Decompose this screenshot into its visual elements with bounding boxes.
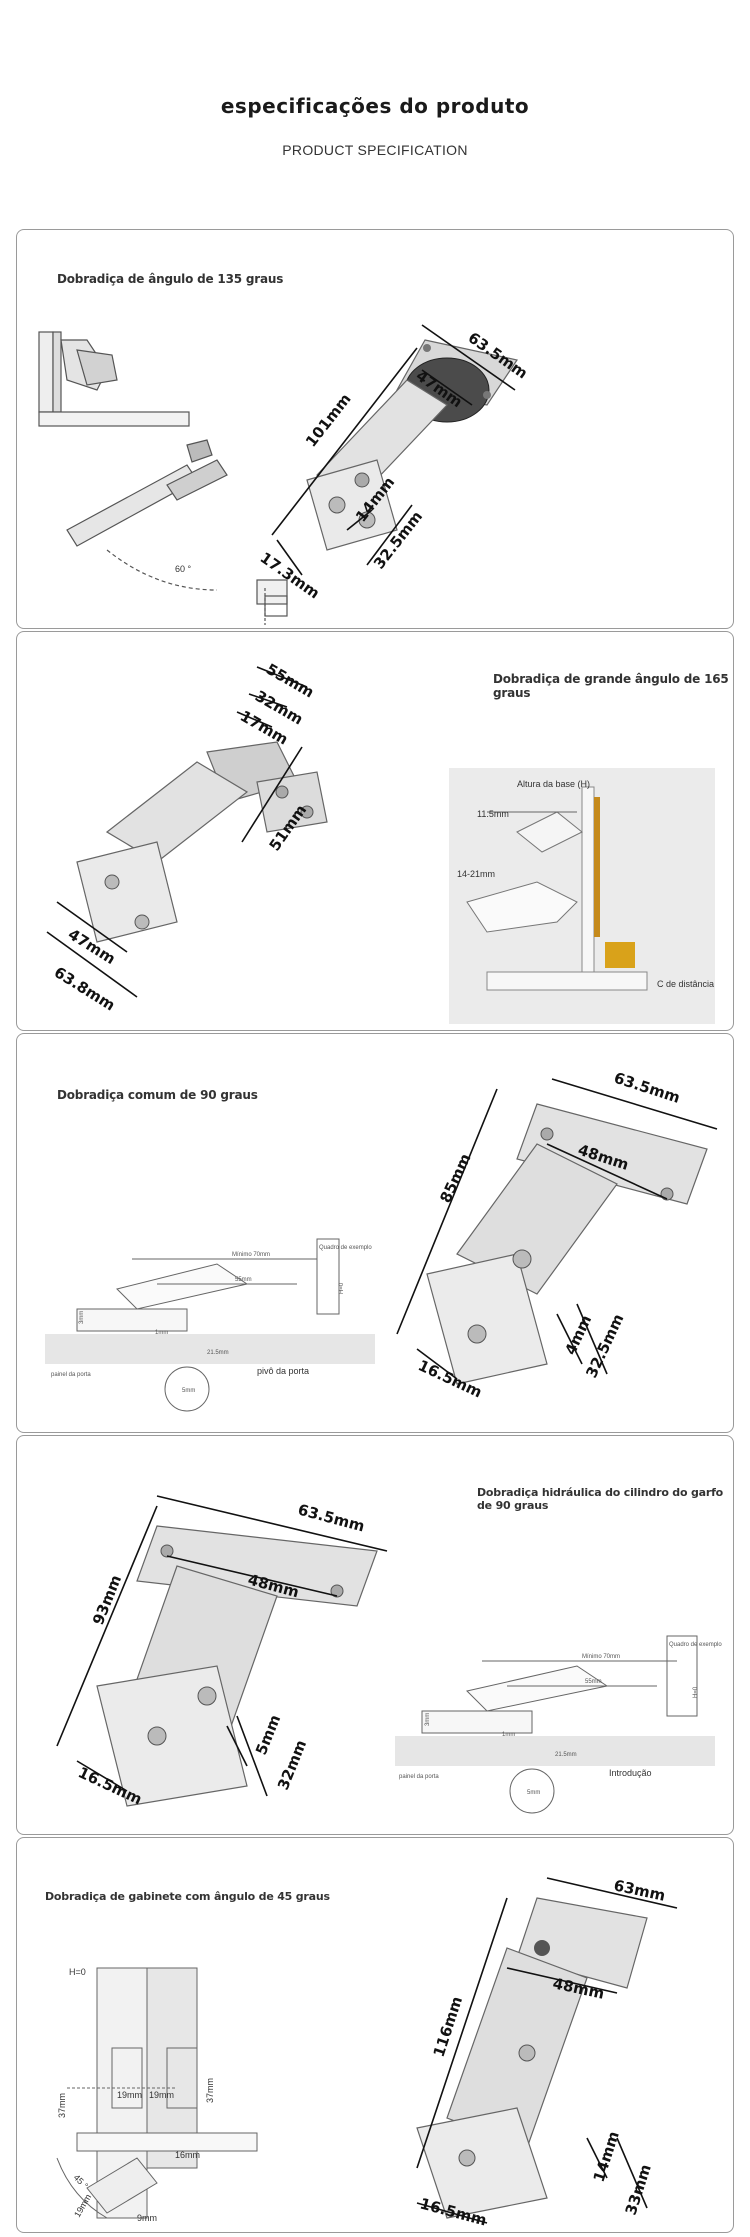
installation-diagram bbox=[45, 1238, 375, 1412]
d19-left-label: 19mm bbox=[117, 2090, 142, 2100]
dim-63-8mm: 63.8mm bbox=[51, 963, 118, 1014]
hinge-45-illustration: H=0 37mm 19mm 19mm 37mm 16mm 45 ° 19mm 9… bbox=[56, 1876, 678, 2230]
dimension-lines bbox=[396, 1078, 718, 1380]
d21-label: 21.5mm bbox=[207, 1350, 229, 1356]
dim-5mm: 5mm bbox=[252, 1712, 284, 1757]
opening-diagram bbox=[38, 331, 288, 625]
hinge-90-hydraulic-illustration: 63.5mm 48mm 93mm 5mm 32mm 16.5mm Mínimo … bbox=[56, 1495, 722, 1814]
panel-title: Dobradiça comum de 90 graus bbox=[57, 1088, 258, 1102]
frame-label: Quadro de exemplo bbox=[669, 1642, 722, 1648]
intro-label: Introdução bbox=[609, 1768, 652, 1778]
range-label: 14-21mm bbox=[457, 869, 495, 879]
installation-diagram bbox=[56, 1967, 258, 2219]
d37-left-label: 37mm bbox=[57, 2093, 67, 2118]
d5-label: 5mm bbox=[527, 1790, 540, 1796]
dim-85mm: 85mm bbox=[436, 1151, 474, 1206]
dim-32mm: 32mm bbox=[274, 1737, 310, 1792]
d55-label: 55mm bbox=[585, 1679, 602, 1685]
d3-label: 3mm bbox=[79, 1311, 85, 1324]
panel-label: painel da porta bbox=[51, 1372, 91, 1378]
d37-right-label: 37mm bbox=[205, 2078, 215, 2103]
offset-label: 11.5mm bbox=[477, 809, 509, 819]
d19-right-label: 19mm bbox=[149, 2090, 174, 2100]
dim-93mm: 93mm bbox=[89, 1572, 125, 1627]
d1-label: 1mm bbox=[155, 1330, 168, 1336]
h0-label: H=0 bbox=[339, 1282, 345, 1294]
hinge-165-illustration: 55mm 32mm 17mm 51mm 47mm 63.8mm Altura d… bbox=[46, 660, 715, 1024]
dim-63-5mm: 63.5mm bbox=[296, 1500, 367, 1535]
d21-label: 21.5mm bbox=[555, 1752, 577, 1758]
dimension-lines bbox=[56, 1495, 388, 1797]
min-label: Mínimo 70mm bbox=[582, 1654, 620, 1660]
spec-panel-90: Dobradiça comum de 90 graus Mínimo 70mm … bbox=[16, 1033, 734, 1433]
spec-panel-165: Dobradiça de grande ângulo de 165 graus … bbox=[16, 631, 734, 1031]
panel-title: Dobradiça de grande ângulo de 165 graus bbox=[493, 672, 729, 700]
d55-label: 55mm bbox=[235, 1277, 252, 1283]
min-label: Mínimo 70mm bbox=[232, 1252, 270, 1258]
distance-label: C de distância bbox=[657, 979, 714, 989]
h0-label: H=0 bbox=[69, 1967, 86, 1977]
dim-63-5mm: 63.5mm bbox=[612, 1069, 683, 1107]
page-subtitle: PRODUCT SPECIFICATION bbox=[282, 142, 468, 158]
panel-title: Dobradiça hidráulica do cilindro do garf… bbox=[477, 1486, 724, 1512]
d5-label: 5mm bbox=[182, 1388, 195, 1394]
hinge-135-product bbox=[306, 339, 518, 551]
hinge-90-product bbox=[426, 1103, 708, 1385]
angle-label: 60 ° bbox=[175, 564, 192, 574]
frame-label: Quadro de exemplo bbox=[319, 1245, 372, 1251]
d1-label: 1mm bbox=[502, 1732, 515, 1738]
d9-label: 9mm bbox=[137, 2213, 157, 2223]
dimension-lines bbox=[46, 666, 308, 998]
panel-label: painel da porta bbox=[399, 1774, 439, 1780]
d16-label: 16mm bbox=[175, 2150, 200, 2160]
spec-panel-90-hydraulic: Dobradiça hidráulica do cilindro do garf… bbox=[16, 1435, 734, 1835]
dim-33mm: 33mm bbox=[622, 2162, 655, 2217]
installation-diagram bbox=[395, 1635, 715, 1814]
panel-title: Dobradiça de ângulo de 135 graus bbox=[57, 272, 284, 286]
hinge-135-illustration: 60 ° 101mm 63.5mm 47mm 14mm 32.5mm 17.3m… bbox=[38, 324, 531, 625]
dim-14mm: 14mm bbox=[590, 2129, 623, 2184]
hinge-45-product bbox=[416, 1897, 648, 2219]
page-header: especificações do produto PRODUCT SPECIF… bbox=[0, 0, 750, 220]
spec-panel-135: Dobradiça de ângulo de 135 graus 60 ° bbox=[16, 229, 734, 629]
dimension-lines bbox=[271, 324, 516, 576]
hinge-90-hydraulic-product bbox=[96, 1525, 378, 1807]
h0-label: H=0 bbox=[693, 1686, 699, 1698]
dimension-lines bbox=[416, 1877, 678, 2224]
hinge-90-illustration: Mínimo 70mm Quadro de exemplo 55mm H=0 3… bbox=[45, 1069, 718, 1412]
page-title: especificações do produto bbox=[220, 94, 530, 118]
installation-diagram bbox=[449, 768, 715, 1024]
pivot-label: pivô da porta bbox=[257, 1366, 309, 1376]
dim-116mm: 116mm bbox=[430, 1994, 466, 2059]
base-height-label: Altura da base (H) bbox=[517, 779, 590, 789]
hinge-165-product bbox=[76, 741, 328, 943]
d3-label: 3mm bbox=[425, 1713, 431, 1726]
dim-63mm: 63mm bbox=[612, 1876, 667, 1904]
dim-101mm: 101mm bbox=[302, 390, 355, 450]
spec-panel-45: Dobradiça de gabinete com ângulo de 45 g… bbox=[16, 1837, 734, 2233]
panel-title: Dobradiça de gabinete com ângulo de 45 g… bbox=[45, 1890, 330, 1903]
